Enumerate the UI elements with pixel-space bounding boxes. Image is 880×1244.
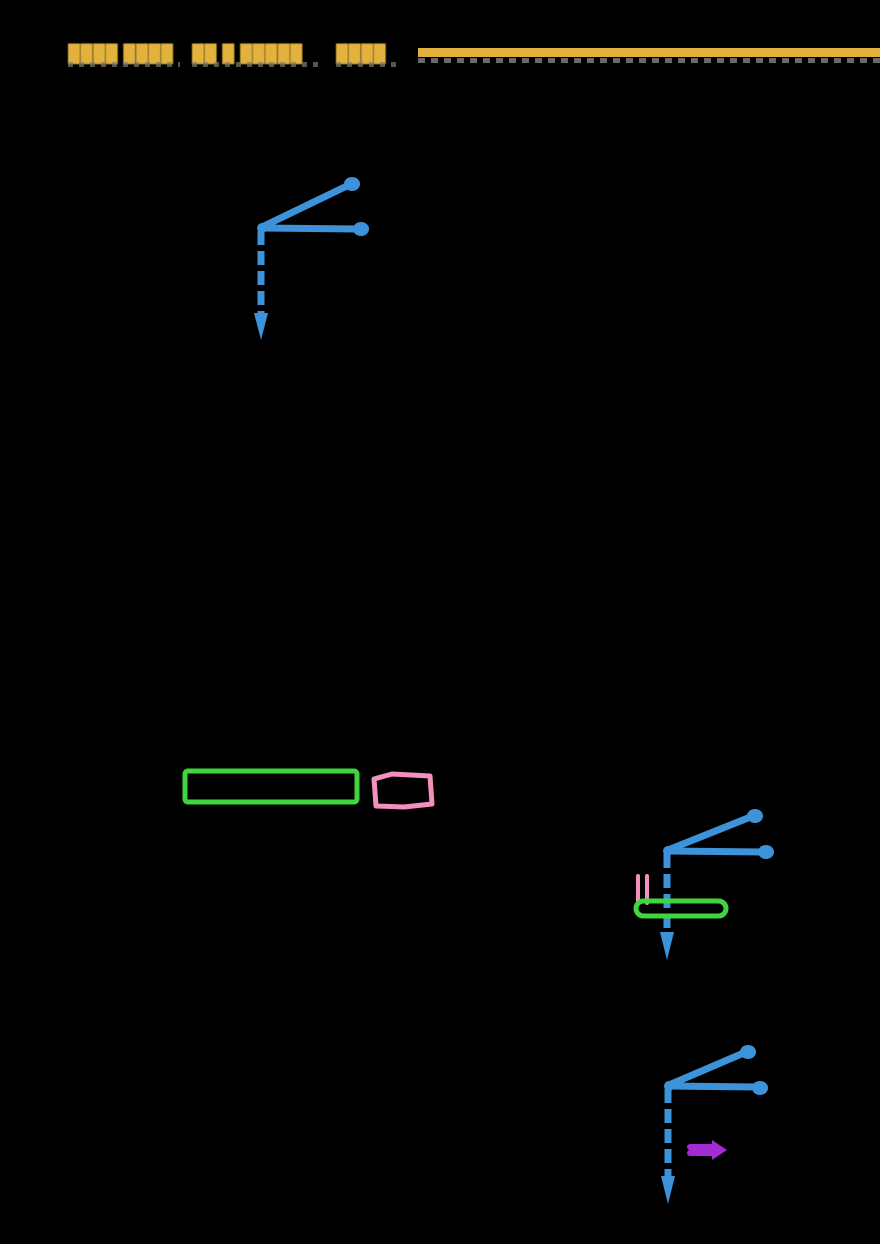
header-rule-dots <box>418 58 880 63</box>
header-segment-1: ████ ████ <box>68 44 174 63</box>
header-segment-2-underline <box>192 62 324 67</box>
header-segment-3: ████ <box>336 44 387 63</box>
header-segment-3-underline <box>336 62 400 67</box>
header-segment-1-underline <box>68 62 180 67</box>
header-segment-2: ██ █ █████ <box>192 44 303 63</box>
header-rule-bar <box>418 48 880 57</box>
